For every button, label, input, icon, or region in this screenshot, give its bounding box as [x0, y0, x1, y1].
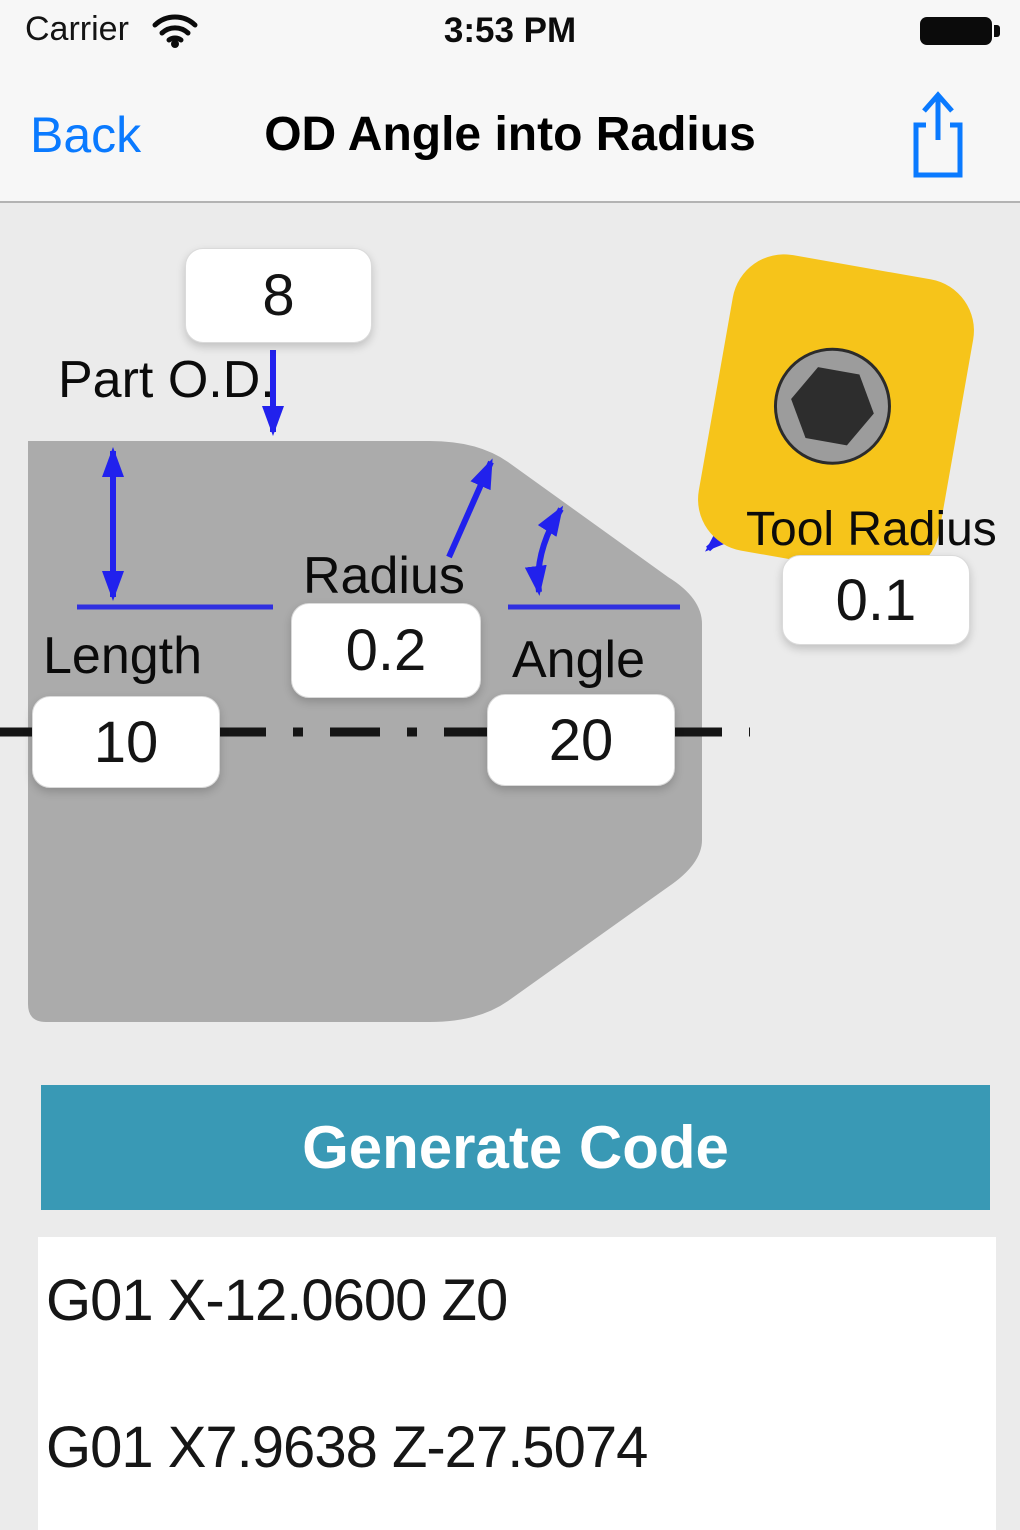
- carrier-label: Carrier: [25, 10, 129, 48]
- radius-arrow: [446, 458, 494, 559]
- gcode-line: G01 X-12.0600 Z0: [46, 1268, 508, 1333]
- radius-label: Radius: [303, 547, 465, 605]
- tool-radius-input[interactable]: [782, 555, 970, 645]
- clock: 3:53 PM: [443, 11, 577, 50]
- back-button[interactable]: Back: [30, 107, 142, 163]
- wifi-icon: [152, 14, 198, 48]
- generate-code-button[interactable]: Generate Code: [41, 1085, 990, 1210]
- navigation-bar: Back OD Angle into Radius: [0, 60, 1020, 201]
- insert-screw-seat: [773, 347, 891, 465]
- length-input[interactable]: [32, 696, 220, 788]
- share-icon[interactable]: [902, 85, 974, 183]
- top-bars: Carrier 3:53 PM Back OD Angle into Radiu…: [0, 0, 1020, 203]
- angle-label: Angle: [512, 631, 645, 689]
- status-bar: Carrier 3:53 PM: [0, 0, 1020, 60]
- angle-input[interactable]: [487, 694, 675, 786]
- tool-radius-label: Tool Radius: [746, 503, 997, 556]
- part-od-label: Part O.D.: [58, 351, 275, 409]
- battery-icon: [920, 17, 1000, 45]
- insert-screw-hex-socket: [791, 367, 874, 446]
- length-label: Length: [43, 627, 203, 685]
- page-title: OD Angle into Radius: [264, 108, 756, 161]
- gcode-line: G01 X7.9638 Z-27.5074: [46, 1415, 648, 1480]
- part-od-input[interactable]: [185, 248, 372, 343]
- radius-input[interactable]: [291, 603, 481, 698]
- gcode-output-panel: G01 X-12.0600 Z0 G01 X7.9638 Z-27.5074: [38, 1237, 996, 1530]
- angle-arrow: [524, 505, 564, 596]
